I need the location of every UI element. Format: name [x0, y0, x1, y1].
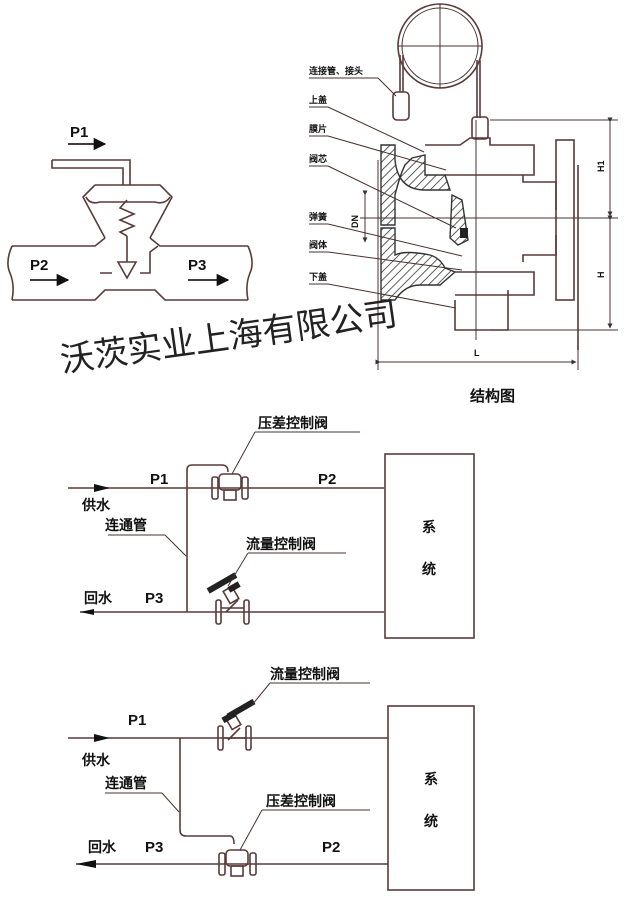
watermark: 沃茨实业上海有限公司 [58, 294, 400, 381]
dim-l-label: L [474, 348, 480, 358]
return-label: 回水 [84, 590, 113, 607]
valve-body-upper [380, 144, 451, 226]
p2-label: P2 [322, 839, 340, 856]
impulse-tube [51, 159, 131, 185]
system-label-1: 系 [424, 771, 438, 788]
principle-diagram: P1 P2 P3 [7, 124, 253, 301]
system-diagram-1: 压差控制阀 流量控制阀 P1 P2 P3 供水 连通管 回水 系 统 [68, 415, 475, 639]
bottom-valve-label: 压差控制阀 [266, 793, 336, 810]
return-label: 回水 [88, 839, 117, 856]
return-arrow-icon [76, 860, 96, 868]
p1-label: P1 [128, 712, 146, 729]
dim-h-label: H [596, 272, 606, 279]
part-label-spring: 弹簧 [309, 211, 327, 223]
part-label-valve-core: 阀芯 [309, 153, 327, 165]
p1-label: P1 [150, 471, 168, 488]
bypass-pipe [186, 464, 229, 612]
differential-pressure-valve-icon [218, 849, 257, 877]
supply-arrow-icon [94, 484, 110, 492]
p3-label: P3 [188, 257, 206, 274]
supply-label: 供水 [81, 752, 111, 769]
pipe-top [12, 237, 248, 247]
connector-icon [471, 116, 489, 140]
spring-icon [117, 199, 137, 237]
valve-plug [116, 261, 138, 280]
part-label-upper-cover: 上盖 [309, 94, 327, 106]
system-box [384, 453, 475, 639]
flange [555, 139, 575, 301]
upper-cover [425, 137, 535, 176]
structure-diagram: L H1 H DN 连接管、接头 上盖 膜片 阀芯 弹簧 阀体 下盖 结构图 [308, 3, 618, 405]
system-label-1: 系 [422, 519, 436, 536]
part-label-connector: 连接管、接头 [309, 65, 363, 77]
dim-h1-label: H1 [596, 160, 606, 172]
supply-label: 供水 [81, 497, 111, 514]
top-valve-label: 压差控制阀 [258, 415, 328, 432]
top-valve-label: 流量控制阀 [270, 666, 340, 683]
bottom-valve-label: 流量控制阀 [246, 536, 316, 553]
differential-pressure-valve-icon [211, 473, 249, 501]
p1-label: P1 [70, 124, 88, 141]
p3-label: P3 [145, 839, 163, 856]
bypass-label: 连通管 [105, 517, 147, 534]
part-label-diaphragm: 膜片 [308, 123, 327, 135]
system-label-2: 统 [424, 813, 438, 830]
flow-control-valve-icon [206, 572, 250, 625]
part-label-lower-cover: 下盖 [309, 271, 327, 283]
lower-cover [455, 235, 557, 296]
supply-arrow-icon [94, 734, 110, 742]
dim-dn-label: DN [350, 215, 360, 228]
pipe-bottom [12, 289, 248, 301]
actuator-housing [82, 184, 173, 239]
structure-diagram-title: 结构图 [470, 387, 515, 405]
flow-control-valve-icon [217, 698, 256, 751]
bypass-pipe [179, 738, 235, 845]
system-diagram-2: 流量控制阀 压差控制阀 P1 P2 P3 供水 连通管 回水 系 统 [68, 666, 475, 891]
p2-label: P2 [318, 471, 336, 488]
p2-label: P2 [30, 257, 48, 274]
connector-icon [392, 91, 410, 121]
pipe-break-right [246, 245, 253, 301]
valve-seat [100, 245, 159, 274]
bypass-label: 连通管 [105, 775, 147, 792]
bottom-cap [454, 290, 509, 331]
return-arrow-icon [80, 609, 94, 615]
system-label-2: 统 [422, 561, 436, 578]
diaphragm [85, 196, 171, 204]
p3-label: P3 [145, 590, 163, 607]
part-label-valve-body: 阀体 [309, 239, 328, 251]
pipe-break-left [7, 245, 14, 301]
system-box [387, 705, 475, 891]
